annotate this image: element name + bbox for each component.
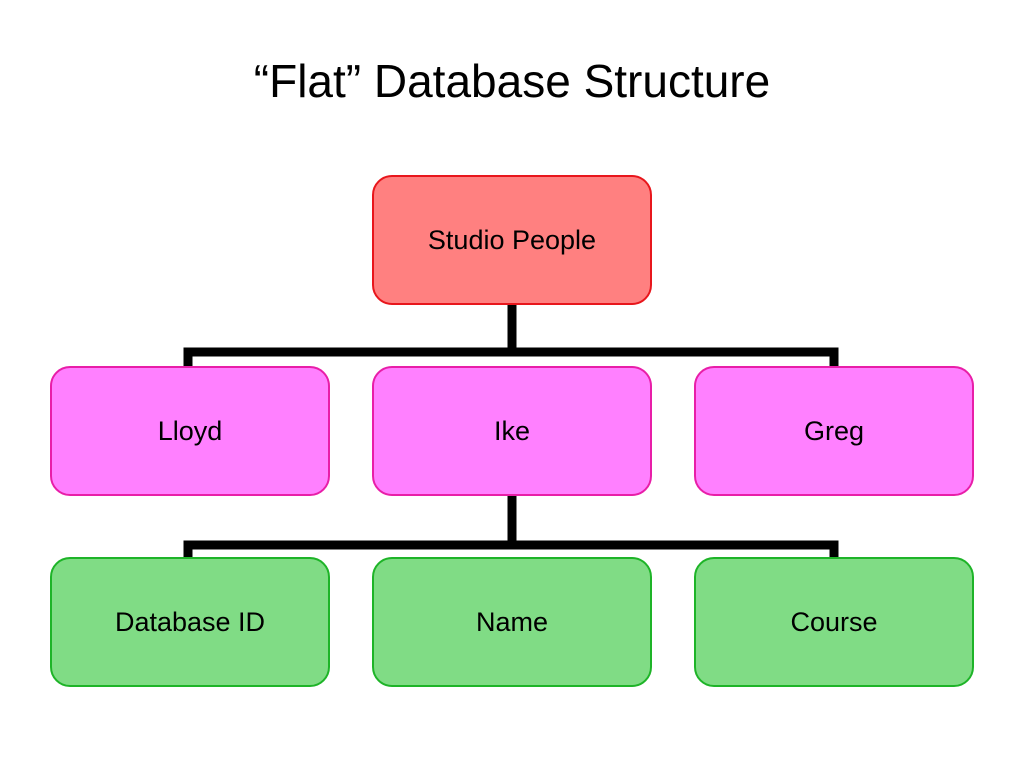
node-label: Lloyd [157, 415, 223, 446]
node-greg: Greg [694, 366, 974, 496]
node-studio-people: Studio People [372, 175, 652, 305]
node-label: Database ID [114, 606, 266, 637]
connector-ike-to-fields [183, 496, 839, 557]
node-lloyd: Lloyd [50, 366, 330, 496]
node-label: Course [790, 606, 878, 637]
node-label: Greg [803, 415, 865, 446]
node-course: Course [694, 557, 974, 687]
node-label: Name [475, 606, 549, 637]
node-label: Studio People [427, 224, 597, 255]
node-database-id: Database ID [50, 557, 330, 687]
node-name: Name [372, 557, 652, 687]
node-ike: Ike [372, 366, 652, 496]
slide-title: “Flat” Database Structure [253, 55, 771, 107]
connector-root-to-people [183, 305, 839, 366]
node-label: Ike [493, 415, 531, 446]
